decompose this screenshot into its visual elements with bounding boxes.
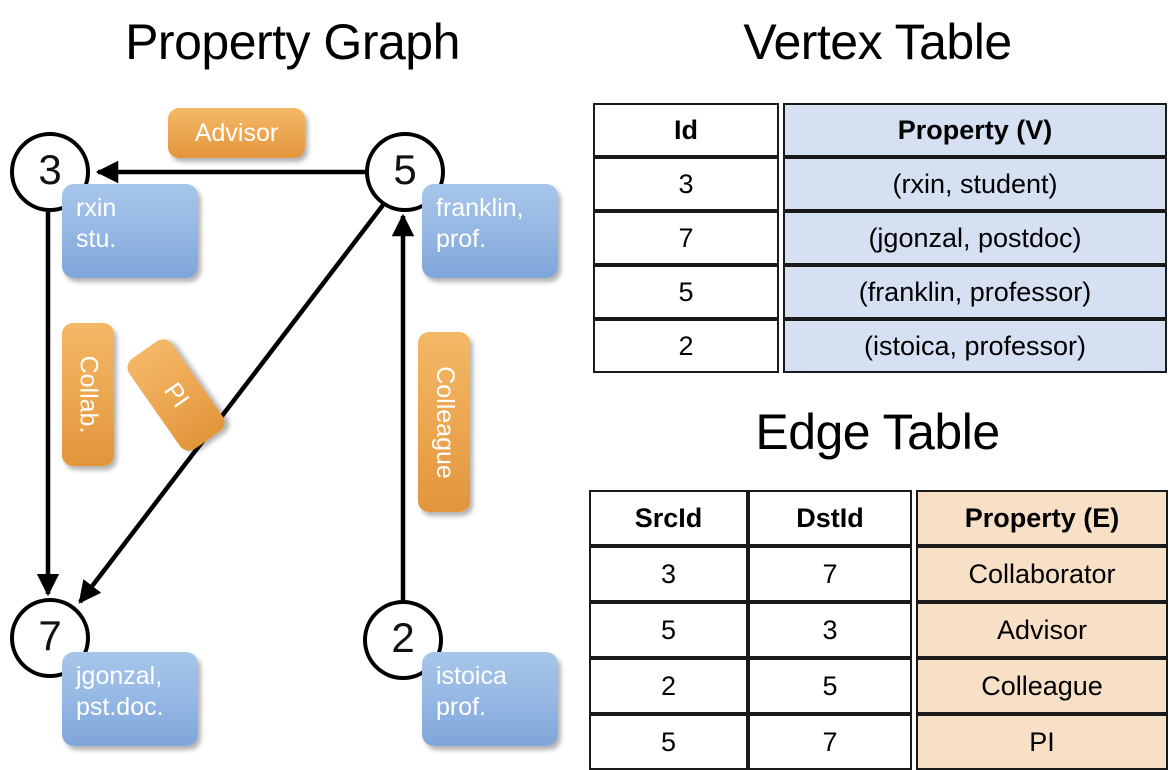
edge-cell-property: Advisor — [916, 602, 1168, 658]
edge-label-collab: Collab. — [74, 355, 103, 434]
node-property-3-line1: rxin — [76, 194, 117, 222]
page-title-vertex-table: Vertex Table — [743, 14, 1012, 70]
edge-table-header-row: SrcId DstId Property (E) — [589, 490, 1168, 546]
graph-edge-lines — [36, 160, 415, 604]
node-property-3-line2: stu. — [76, 225, 117, 253]
edge-header-srcid: SrcId — [589, 490, 748, 546]
edge-label-advisor: Advisor — [194, 118, 279, 147]
edge-table-column-gap — [912, 602, 916, 658]
node-property-chip-5: franklin, prof. — [422, 184, 558, 278]
table-row[interactable]: 5 3 Advisor — [589, 602, 1168, 658]
edge-cell-srcid: 2 — [589, 658, 748, 714]
vertex-cell-id: 5 — [593, 265, 779, 319]
edge-label-chip-advisor: Advisor — [168, 108, 305, 158]
edge-header-property: Property (E) — [916, 490, 1168, 546]
edge-cell-property: PI — [916, 714, 1168, 770]
edge-5-to-7 — [78, 203, 385, 604]
table-row[interactable]: 5 7 PI — [589, 714, 1168, 770]
edge-cell-srcid: 5 — [589, 602, 748, 658]
node-property-5-line2: prof. — [436, 225, 487, 253]
vertex-cell-property: (rxin, student) — [783, 157, 1167, 211]
node-property-7-line1: jgonzal, — [76, 662, 163, 690]
page-title-property-graph: Property Graph — [125, 14, 460, 70]
edge-label-pi: PI — [158, 377, 195, 413]
graph-node-7-label: 7 — [38, 612, 62, 659]
edge-cell-dstid: 7 — [748, 546, 912, 602]
table-row[interactable]: 2 5 Colleague — [589, 658, 1168, 714]
edge-label-chip-collab: Collab. — [62, 323, 114, 466]
edge-cell-srcid: 3 — [589, 546, 748, 602]
table-row[interactable]: 5 (franklin, professor) — [593, 265, 1167, 319]
vertex-table-column-gap — [779, 103, 783, 157]
page-title-edge-table: Edge Table — [755, 404, 1000, 460]
node-property-2-line2: prof. — [436, 693, 487, 721]
vertex-cell-id: 3 — [593, 157, 779, 211]
property-graph-diagram: 3 5 7 2 rxin stu. franklin, prof. jgonza… — [0, 0, 585, 760]
table-row[interactable]: 3 (rxin, student) — [593, 157, 1167, 211]
edge-cell-property: Collaborator — [916, 546, 1168, 602]
vertex-table-column-gap — [779, 319, 783, 373]
graph-node-3-label: 3 — [38, 146, 62, 193]
edge-table: SrcId DstId Property (E) 3 7 Collaborato… — [589, 490, 1168, 770]
vertex-table-column-gap — [779, 157, 783, 211]
vertex-cell-property: (jgonzal, postdoc) — [783, 211, 1167, 265]
edge-label-chip-colleague: Colleague — [418, 332, 470, 512]
table-row[interactable]: 2 (istoica, professor) — [593, 319, 1167, 373]
node-property-7-line2: pst.doc. — [76, 693, 164, 721]
graph-node-2[interactable]: 2 — [363, 600, 443, 680]
edge-cell-dstid: 5 — [748, 658, 912, 714]
vertex-table-column-gap — [779, 265, 783, 319]
vertex-table-column-gap — [779, 211, 783, 265]
edge-table-column-gap — [912, 490, 916, 546]
edge-label-colleague: Colleague — [430, 365, 459, 479]
graph-node-5[interactable]: 5 — [365, 132, 445, 212]
table-row[interactable]: 7 (jgonzal, postdoc) — [593, 211, 1167, 265]
vertex-header-property: Property (V) — [783, 103, 1167, 157]
vertex-cell-id: 2 — [593, 319, 779, 373]
vertex-cell-property: (franklin, professor) — [783, 265, 1167, 319]
edge-cell-srcid: 5 — [589, 714, 748, 770]
vertex-header-id: Id — [593, 103, 779, 157]
edge-table-column-gap — [912, 714, 916, 770]
vertex-table: Id Property (V) 3 (rxin, student) 7 (jgo… — [593, 103, 1167, 373]
vertex-cell-property: (istoica, professor) — [783, 319, 1167, 373]
edge-cell-property: Colleague — [916, 658, 1168, 714]
edge-cell-dstid: 3 — [748, 602, 912, 658]
vertex-table-header-row: Id Property (V) — [593, 103, 1167, 157]
graph-node-2-label: 2 — [391, 614, 415, 661]
edge-table-column-gap — [912, 658, 916, 714]
node-property-chip-7: jgonzal, pst.doc. — [62, 652, 198, 746]
edge-cell-dstid: 7 — [748, 714, 912, 770]
node-property-chip-2: istoica prof. — [422, 652, 558, 746]
node-property-chip-3: rxin stu. — [62, 184, 198, 278]
node-property-5-line1: franklin, — [436, 194, 524, 222]
edge-header-dstid: DstId — [748, 490, 912, 546]
vertex-cell-id: 7 — [593, 211, 779, 265]
table-row[interactable]: 3 7 Collaborator — [589, 546, 1168, 602]
edge-table-column-gap — [912, 546, 916, 602]
node-property-2-line1: istoica — [436, 662, 507, 690]
graph-node-5-label: 5 — [393, 146, 417, 193]
